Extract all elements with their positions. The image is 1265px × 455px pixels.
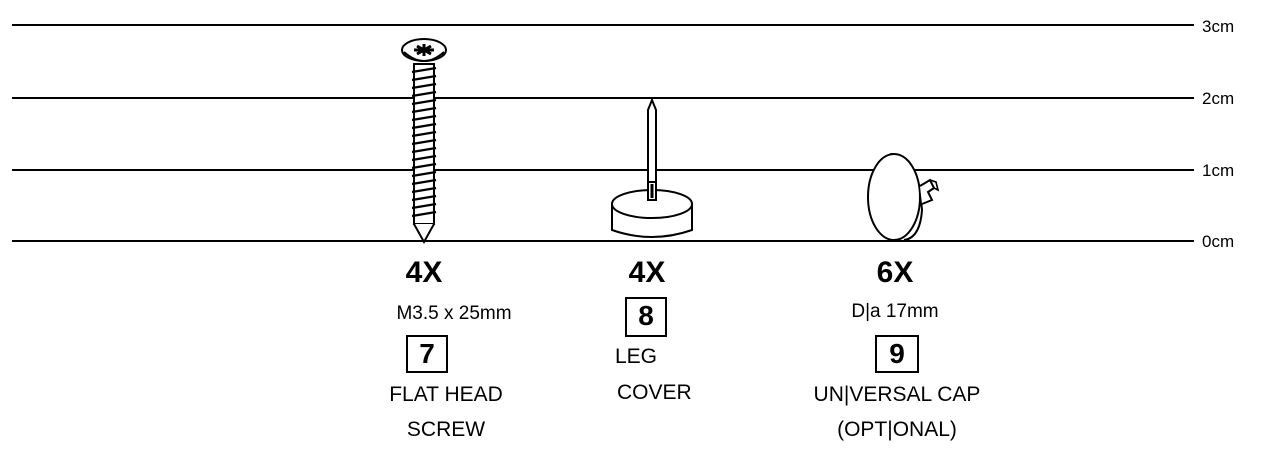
part-9-name-line2: (OPT|ONAL) xyxy=(837,418,957,441)
leg-cover-icon xyxy=(611,98,693,238)
part-8-name-line1: LEG xyxy=(615,345,658,368)
scale-line-0cm xyxy=(12,240,1194,242)
part-7-name-line2: SCREW xyxy=(406,418,486,441)
part-8-number-box: 8 xyxy=(625,297,667,337)
scale-line-1cm xyxy=(12,169,1194,171)
scale-label-1cm: 1cm xyxy=(1202,161,1235,180)
part-7-quantity: 4X xyxy=(405,256,443,289)
universal-cap-icon xyxy=(867,153,940,241)
flat-head-screw-icon xyxy=(401,38,447,245)
part-9-number-box: 9 xyxy=(875,335,919,373)
scale-line-2cm xyxy=(12,97,1194,99)
scale-label-2cm: 2cm xyxy=(1202,89,1235,108)
scale-label-3cm: 3cm xyxy=(1202,17,1235,36)
scale-line-3cm xyxy=(12,24,1194,26)
part-7-spec: M3.5 x 25mm xyxy=(396,303,512,324)
part-9-name-line1: UN|VERSAL CAP xyxy=(813,383,981,406)
part-7-number-box: 7 xyxy=(406,335,448,373)
part-8-quantity: 4X xyxy=(628,256,666,289)
part-9-spec: D|a 17mm xyxy=(851,301,939,322)
scale-label-0cm: 0cm xyxy=(1202,232,1235,251)
part-8-name-line2: COVER xyxy=(617,381,692,404)
part-7-name-line1: FLAT HEAD xyxy=(389,383,503,406)
part-9-quantity: 6X xyxy=(876,256,914,289)
